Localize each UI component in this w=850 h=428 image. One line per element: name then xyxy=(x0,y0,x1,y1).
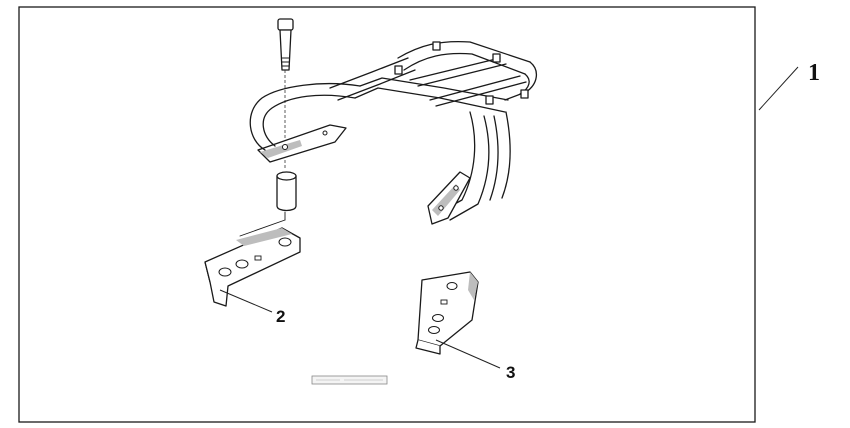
callout-1-label: 1 xyxy=(808,60,820,86)
carrier-rack xyxy=(249,40,537,225)
callout-3-leader xyxy=(435,339,501,369)
callout-3: 3 xyxy=(435,339,515,382)
callout-2-label: 2 xyxy=(276,307,285,326)
callout-2: 2 xyxy=(219,289,285,326)
callout-3-label: 3 xyxy=(506,363,515,382)
footrest-bracket-right xyxy=(415,271,479,355)
footrest-bracket-left xyxy=(204,227,301,307)
diagram-frame xyxy=(18,6,756,423)
callout-1: 1 xyxy=(758,60,820,111)
spacer-collar xyxy=(276,171,297,221)
rack-posts xyxy=(394,41,529,105)
spacer-alignment-line xyxy=(239,219,286,237)
callout-2-leader xyxy=(219,289,273,313)
instruction-sheet xyxy=(311,375,388,385)
bolt xyxy=(277,18,294,71)
callout-1-leader xyxy=(758,66,799,111)
